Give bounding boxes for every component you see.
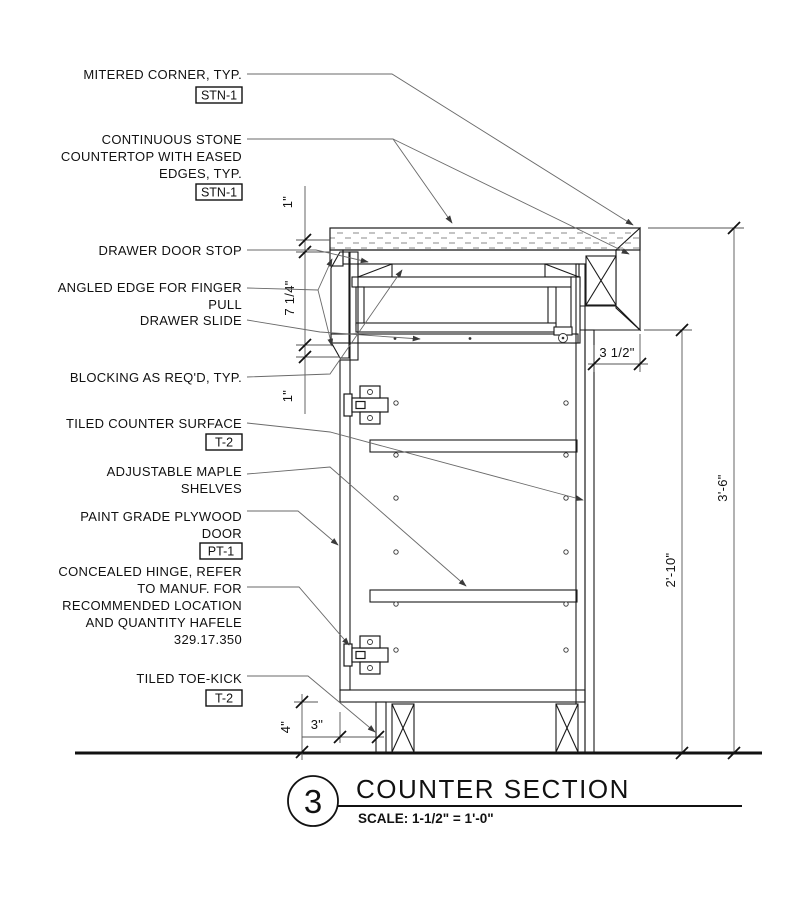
stone-return-bottom bbox=[579, 305, 642, 331]
label-mitered-corner: MITERED CORNER, TYP. bbox=[83, 67, 242, 82]
leader-mitered-corner bbox=[247, 73, 634, 226]
label-hinge-3: RECOMMENDED LOCATION bbox=[62, 598, 242, 613]
leader-toe-kick bbox=[247, 675, 376, 733]
drawer-side-right bbox=[547, 286, 557, 326]
detail-number: 3 bbox=[304, 783, 322, 820]
toe-kick-blocking-left bbox=[391, 703, 415, 753]
dim-overall-height: 3'-6" bbox=[715, 474, 730, 501]
shelf-lower bbox=[369, 589, 578, 603]
label-door-1: PAINT GRADE PLYWOOD bbox=[80, 509, 242, 524]
leader-drawer-slide bbox=[246, 319, 421, 342]
tag-t2-a: T-2 bbox=[215, 436, 233, 450]
tiled-counter-panel bbox=[584, 329, 595, 753]
toe-kick-blocking-right bbox=[555, 703, 579, 753]
stone-slab bbox=[329, 227, 641, 251]
label-drawer-slide: DRAWER SLIDE bbox=[140, 313, 242, 328]
label-hinge-4: AND QUANTITY HAFELE bbox=[86, 615, 242, 630]
dim-drawer-gap: 1" bbox=[280, 390, 295, 403]
detail-number-bubble bbox=[287, 775, 339, 827]
drawer-bottom bbox=[355, 322, 557, 333]
slide-screw bbox=[393, 337, 397, 340]
slide-screw bbox=[468, 337, 472, 340]
tag-box-t2-a bbox=[205, 433, 243, 451]
drawer-assembly bbox=[330, 251, 581, 361]
title-block: 3 COUNTER SECTION SCALE: 1-1/2" = 1'-0" bbox=[287, 774, 742, 827]
toe-kick bbox=[375, 701, 579, 753]
dim-countertop-thickness: 1" bbox=[280, 196, 295, 209]
label-continuous-stone-3: EDGES, TYP. bbox=[159, 166, 242, 181]
toe-kick-face bbox=[375, 701, 387, 753]
dim-counter-return-depth: 3 1/2" bbox=[599, 345, 634, 360]
tag-box-stn1-a bbox=[195, 86, 243, 104]
label-door-2: DOOR bbox=[202, 526, 242, 541]
counter-edge-blocking bbox=[585, 255, 617, 306]
face-blocking bbox=[349, 251, 359, 361]
leader-shelves bbox=[246, 466, 467, 587]
dim-drawer-front-height: 7 1/4" bbox=[282, 280, 297, 315]
tag-stn1-b: STN-1 bbox=[201, 186, 237, 200]
label-hinge-1: CONCEALED HINGE, REFER bbox=[58, 564, 242, 579]
drawing-scale: SCALE: 1-1/2" = 1'-0" bbox=[358, 811, 494, 826]
drawing-title: COUNTER SECTION bbox=[356, 774, 630, 804]
leader-door bbox=[247, 510, 339, 546]
label-drawer-door-stop: DRAWER DOOR STOP bbox=[99, 243, 242, 258]
leader-hinge bbox=[247, 586, 350, 646]
label-angled-edge-1: ANGLED EDGE FOR FINGER bbox=[58, 280, 242, 295]
drawer-side-left bbox=[355, 286, 365, 326]
tag-box-pt1 bbox=[199, 542, 243, 560]
leader-angled-edge-bottom bbox=[317, 289, 333, 347]
label-hinge-2: TO MANUF. FOR bbox=[137, 581, 242, 596]
tag-pt1: PT-1 bbox=[208, 545, 234, 559]
dimensions: 1" 7 1/4" 1" 3 1/2" 2'-10" 3'-6" 4" 3" bbox=[278, 186, 744, 760]
label-shelves-2: SHELVES bbox=[181, 481, 242, 496]
label-hinge-5: 329.17.350 bbox=[174, 632, 242, 647]
drawer-top-rail bbox=[351, 276, 581, 288]
label-continuous-stone-1: CONTINUOUS STONE bbox=[102, 132, 242, 147]
dim-toe-kick-height: 4" bbox=[278, 721, 293, 734]
leader-blocking bbox=[246, 269, 403, 378]
stone-countertop bbox=[329, 226, 642, 332]
label-toe-kick: TILED TOE-KICK bbox=[136, 671, 242, 686]
label-continuous-stone-2: COUNTERTOP WITH EASED bbox=[61, 149, 242, 164]
label-shelves-1: ADJUSTABLE MAPLE bbox=[107, 464, 242, 479]
dim-toe-kick-depth: 3" bbox=[311, 717, 324, 732]
concealed-hinge-lower bbox=[343, 635, 389, 675]
cabinet-carcass bbox=[339, 263, 595, 753]
shelf-upper bbox=[369, 439, 578, 453]
label-tiled-counter: TILED COUNTER SURFACE bbox=[66, 416, 242, 431]
tag-t2-b: T-2 bbox=[215, 692, 233, 706]
leader-continuous-stone-b bbox=[392, 138, 630, 255]
leader-tiled-counter bbox=[246, 422, 584, 501]
tag-stn1-a: STN-1 bbox=[201, 89, 237, 103]
concealed-hinge-upper bbox=[343, 385, 389, 425]
label-blocking: BLOCKING AS REQ'D, TYP. bbox=[70, 370, 242, 385]
plywood-substrate bbox=[342, 249, 617, 265]
label-angled-edge-2: PULL bbox=[208, 297, 242, 312]
annotation-labels: MITERED CORNER, TYP. STN-1 CONTINUOUS ST… bbox=[58, 67, 243, 707]
dim-cabinet-height: 2'-10" bbox=[663, 552, 678, 587]
shelf-pin-holes bbox=[393, 400, 569, 653]
leader-drawer-door-stop bbox=[247, 249, 369, 264]
leader-lines bbox=[246, 73, 634, 733]
tag-box-stn1-b bbox=[195, 183, 243, 201]
cabinet-bottom-panel bbox=[339, 689, 586, 703]
leader-continuous-stone-a bbox=[247, 138, 453, 224]
tag-box-t2-b bbox=[205, 689, 243, 707]
